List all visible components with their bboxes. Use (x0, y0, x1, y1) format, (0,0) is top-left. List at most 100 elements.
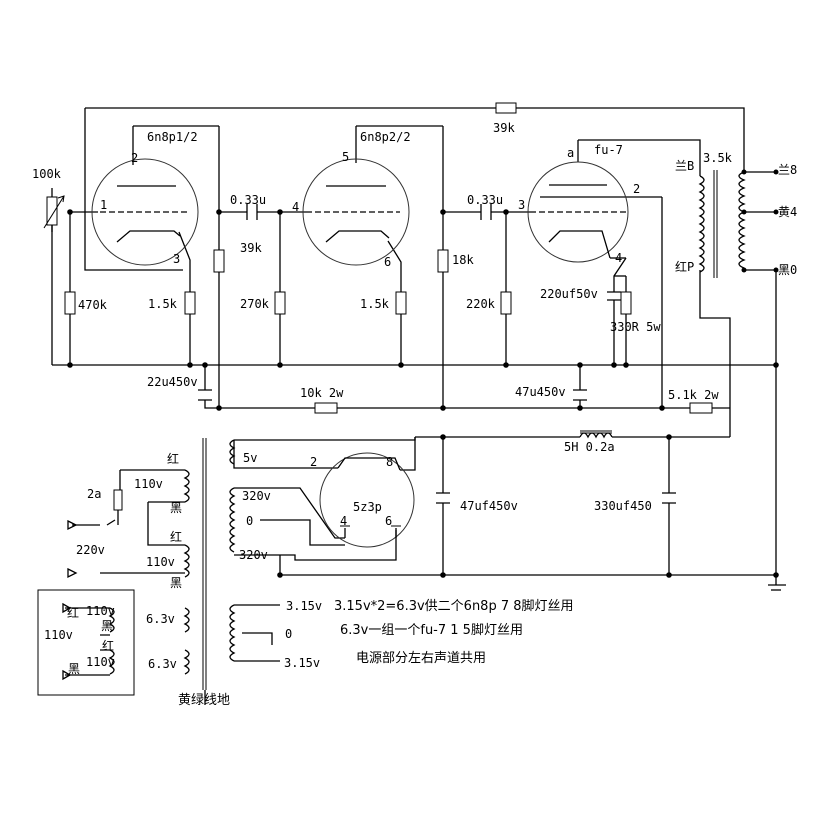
label-heat-63a: 6.3v (146, 612, 175, 626)
label-pri-red2: 红 (170, 529, 182, 544)
label-rect-pin2: 2 (310, 455, 317, 469)
capacitor-47uf (436, 492, 450, 504)
label-otx-p: 红P (675, 259, 694, 274)
capacitor-c1 (246, 204, 258, 220)
label-c2: 0.33u (467, 193, 503, 207)
tube-v2-pin-cathode: 6 (384, 255, 391, 269)
label-c1: 0.33u (230, 193, 266, 207)
label-fuse: 2a (87, 487, 101, 501)
label-otx-0: 黑0 (778, 263, 797, 277)
resistor-10k (314, 402, 338, 414)
label-otx-4: 黄4 (778, 205, 797, 219)
resistor-rk2 (395, 291, 407, 315)
label-sec-5v: 5v (243, 451, 257, 465)
capacitor-220uf (607, 291, 621, 305)
label-10k: 10k 2w (300, 386, 344, 400)
label-otx-b: 兰B (675, 159, 694, 173)
label-rect-pin8: 8 (386, 455, 393, 469)
label-pri-black2: 黑 (170, 576, 182, 590)
label-rect-pin6: 6 (385, 514, 392, 528)
tube-v1-pin-plate: 2 (131, 151, 138, 165)
inset-box (37, 589, 135, 696)
label-47uf: 47uf450v (460, 499, 518, 513)
label-choke: 5H 0.2a (564, 440, 615, 454)
tube-v2-pin-grid: 4 (292, 200, 299, 214)
label-rect-pin4: 4 (340, 514, 347, 528)
inset-label-black-a: 黑 (101, 619, 113, 633)
tube-v1-name: 6n8p1/2 (147, 130, 198, 144)
tube-v3-pin-plate: a (567, 146, 574, 160)
tube-v2 (302, 158, 410, 266)
resistor-feedback-39k (495, 102, 517, 114)
inset-label-110a: 110v (86, 604, 115, 618)
tube-v3-pin-screen: 2 (633, 182, 640, 196)
inset-label-110b: 110v (86, 655, 115, 669)
label-otx-8: 兰8 (778, 163, 797, 177)
label-heater-bottom: 3.15v (284, 656, 320, 670)
label-100k: 100k (32, 167, 62, 181)
tube-v1 (91, 158, 199, 266)
label-220k: 220k (466, 297, 496, 311)
label-feedback-39k: 39k (493, 121, 515, 135)
tube-v1-pin-grid: 1 (100, 198, 107, 212)
capacitor-47u (573, 389, 587, 401)
label-mains: 220v (76, 543, 105, 557)
resistor-470k (64, 291, 76, 315)
wires (51, 107, 786, 591)
tube-v3 (527, 161, 629, 263)
tube-v3-name: fu-7 (594, 143, 623, 157)
label-pri-red1: 红 (167, 451, 179, 466)
label-330r: 330R 5w (610, 320, 661, 334)
label-5-1k: 5.1k 2w (668, 388, 719, 402)
tube-v1-pin-cathode: 3 (173, 252, 180, 266)
inset-label-red-a: 红 (67, 605, 79, 620)
capacitor-c2 (480, 204, 492, 220)
resistor-rk1 (184, 291, 196, 315)
label-270k: 270k (240, 297, 270, 311)
power-transformer (67, 438, 280, 705)
label-220uf: 220uf50v (540, 287, 598, 301)
label-sec-0: 0 (246, 514, 253, 528)
capacitors (198, 204, 676, 504)
label-rk1: 1.5k (148, 297, 178, 311)
rectifier-tube (319, 452, 415, 548)
resistor-rk3 (620, 291, 632, 315)
note-shared-supply: 电源部分左右声道共用 (356, 651, 486, 666)
tube-v2-name: 6n8p2/2 (360, 130, 411, 144)
resistor-39k (213, 249, 225, 273)
tube-v3-pin-cathode: 4 (615, 251, 622, 265)
label-330uf: 330uf450 (594, 499, 652, 513)
tube-v3-pin-grid: 3 (518, 198, 525, 212)
label-heat-63b: 6.3v (148, 657, 177, 671)
choke-5h (579, 430, 613, 439)
label-heater-ct: 0 (285, 627, 292, 641)
label-rect-name: 5z3p (353, 500, 382, 514)
junctions (67, 169, 779, 578)
label-39k: 39k (240, 241, 262, 255)
inset-label-110v: 110v (44, 628, 73, 642)
label-rk2: 1.5k (360, 297, 390, 311)
resistors (43, 102, 713, 511)
resistor-220k (500, 291, 512, 315)
inset-label-red-b: 红 (102, 638, 114, 653)
resistor-270k (274, 291, 286, 315)
label-pri-110a: 110v (134, 477, 163, 491)
capacitor-330uf (662, 492, 676, 504)
fuse-2a (113, 489, 123, 511)
label-470k: 470k (78, 298, 108, 312)
label-heater-top: 3.15v (286, 599, 322, 613)
label-pri-110b: 110v (146, 555, 175, 569)
labels: 6n8p1/2 2 1 3 6n8p2/2 5 4 6 fu-7 a 3 2 4… (32, 121, 797, 708)
label-otx-primary: 3.5k (703, 151, 733, 165)
output-transformer (698, 170, 746, 278)
label-18k: 18k (452, 253, 474, 267)
label-22u: 22u450v (147, 375, 198, 389)
capacitor-22u (198, 389, 212, 401)
label-sec-320b: 320v (239, 548, 268, 562)
note-6n8p-heater: 3.15v*2=6.3v供二个6n8p 7 8脚灯丝用 (334, 598, 574, 614)
label-sec-320a: 320v (242, 489, 271, 503)
tube-v2-pin-plate: 5 (342, 150, 349, 164)
label-47u: 47u450v (515, 385, 566, 399)
note-fu7-heater: 6.3v一组一个fu-7 1 5脚灯丝用 (340, 622, 523, 638)
